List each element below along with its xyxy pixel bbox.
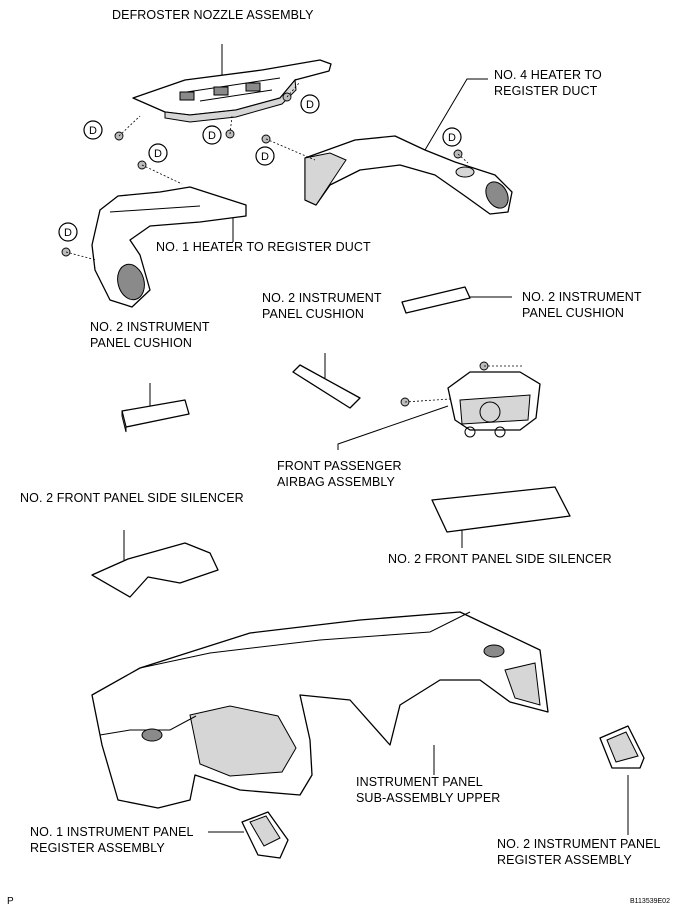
label-cushion-right: NO. 2 INSTRUMENT PANEL CUSHION (522, 290, 642, 320)
marker-d-6: D (442, 127, 462, 147)
register-drawings (241, 725, 645, 859)
marker-d-7: D (58, 222, 78, 242)
label-instrument-panel-upper: INSTRUMENT PANEL SUB-ASSEMBLY UPPER (356, 775, 501, 805)
figure-code: B113539E02 (630, 898, 670, 905)
marker-d-2: D (300, 94, 320, 114)
svg-text:D: D (89, 125, 97, 137)
label-passenger-airbag: FRONT PASSENGER AIRBAG ASSEMBLY (277, 459, 402, 489)
svg-text:D: D (154, 148, 162, 160)
svg-text:D: D (208, 130, 216, 142)
duct-no4-drawing (304, 135, 513, 215)
label-cushion-center: NO. 2 INSTRUMENT PANEL CUSHION (262, 291, 382, 321)
airbag-drawing (447, 371, 541, 438)
marker-d-3: D (202, 125, 222, 145)
label-silencer-right: NO. 2 FRONT PANEL SIDE SILENCER (388, 552, 612, 566)
marker-d-1: D (83, 120, 103, 140)
silencer-drawings (91, 486, 571, 598)
marker-d-4: D (148, 143, 168, 163)
label-silencer-left: NO. 2 FRONT PANEL SIDE SILENCER (20, 491, 244, 505)
svg-text:D: D (261, 151, 269, 163)
page-code: P (7, 896, 14, 907)
svg-text:D: D (306, 99, 314, 111)
defroster-nozzle-drawing (132, 59, 332, 123)
label-cushion-left: NO. 2 INSTRUMENT PANEL CUSHION (90, 320, 210, 350)
cushion-drawings (121, 286, 471, 433)
label-register-no1: NO. 1 INSTRUMENT PANEL REGISTER ASSEMBLY (30, 825, 194, 855)
label-no1-duct: NO. 1 HEATER TO REGISTER DUCT (156, 240, 371, 254)
svg-text:D: D (64, 227, 72, 239)
label-no4-duct: NO. 4 HEATER TO REGISTER DUCT (494, 68, 602, 98)
instrument-panel-drawing (91, 611, 549, 809)
duct-no1-drawing (91, 186, 247, 308)
leader-lines (123, 44, 629, 835)
svg-text:D: D (448, 132, 456, 144)
marker-d-5: D (255, 146, 275, 166)
label-register-no2: NO. 2 INSTRUMENT PANEL REGISTER ASSEMBLY (497, 837, 661, 867)
label-defroster-nozzle: DEFROSTER NOZZLE ASSEMBLY (112, 8, 314, 22)
bolts (61, 81, 522, 407)
